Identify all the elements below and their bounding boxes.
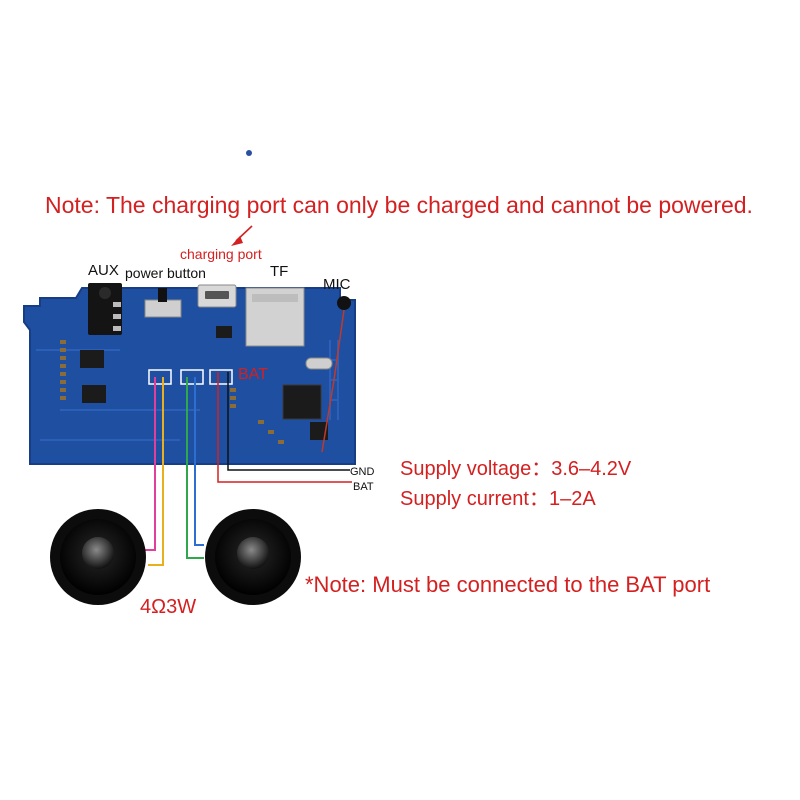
main-ic <box>282 384 322 420</box>
aux-jack <box>88 283 122 335</box>
tf-label: TF <box>270 263 289 280</box>
mic-wire <box>321 309 345 453</box>
gnd-wire-label: GND <box>350 466 375 478</box>
charging-port-arrow <box>231 225 253 246</box>
crystal <box>305 357 333 370</box>
speaker-connectors <box>148 369 233 385</box>
left-speaker-wires <box>142 377 164 566</box>
smd-components <box>60 340 284 444</box>
supply-current: Supply current：1–2A <box>400 488 596 510</box>
note-charging-port: Note: The charging port can only be char… <box>45 192 753 218</box>
aux-label: AUX <box>88 262 119 279</box>
stray-dot <box>246 150 252 156</box>
tf-card-slot <box>245 287 305 347</box>
pcb-board <box>23 287 356 465</box>
usb-charging-port <box>197 284 237 308</box>
left-speaker <box>50 509 146 605</box>
bat-wire-label: BAT <box>353 481 374 493</box>
power-switch <box>144 288 182 318</box>
mic-label: MIC <box>323 276 351 293</box>
battery-wires <box>217 372 352 483</box>
note-bat-port: *Note: Must be connected to the BAT port <box>305 572 711 597</box>
power-button-label: power button <box>125 265 206 281</box>
bat-pcb-label: BAT <box>238 366 268 383</box>
right-speaker-wires <box>186 377 204 559</box>
microphone <box>337 296 351 310</box>
supply-voltage: Supply voltage：3.6–4.2V <box>400 458 632 480</box>
charging-port-label: charging port <box>180 246 262 262</box>
right-speaker <box>205 509 301 605</box>
speaker-rating: 4Ω3W <box>140 596 197 618</box>
amp-chips <box>80 326 328 440</box>
